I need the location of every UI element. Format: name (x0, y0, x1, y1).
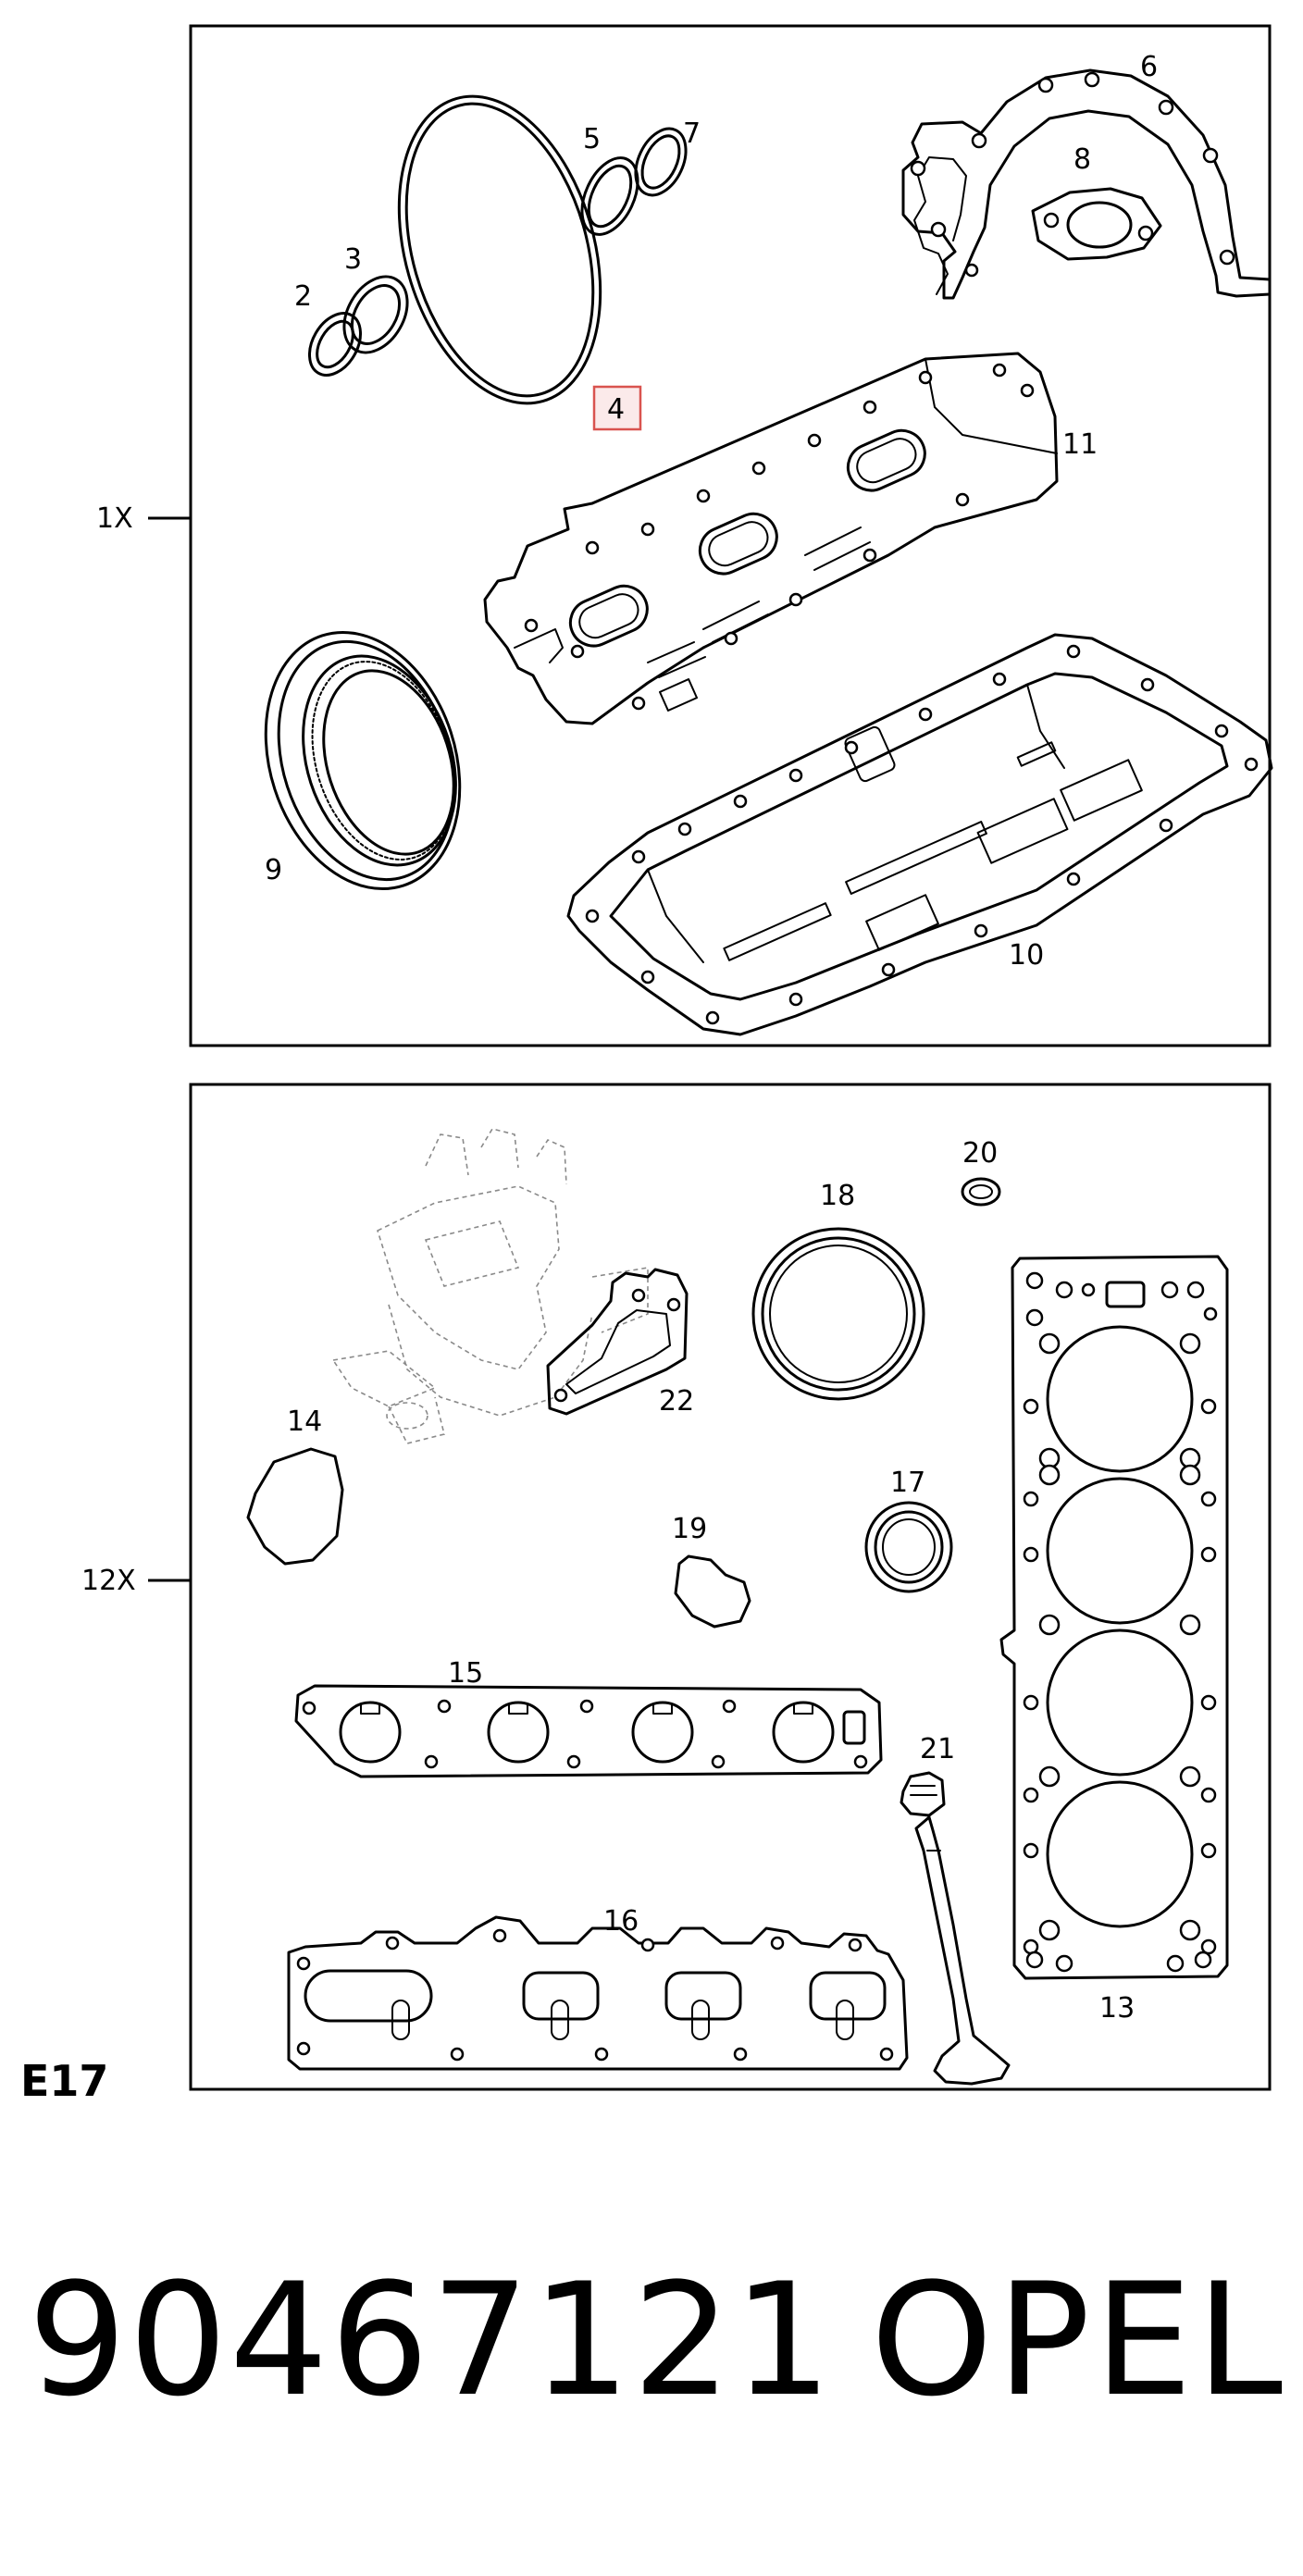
top-panel-frame (189, 24, 1272, 1047)
part-11-baffle-gasket[interactable] (483, 352, 1059, 725)
part-22-carb-gasket[interactable] (546, 1268, 689, 1416)
part-9-rear-main-seal[interactable] (234, 607, 491, 914)
callout-19: 19 (672, 1513, 707, 1545)
part-17-seal[interactable] (864, 1501, 953, 1593)
callout-4-highlight (592, 385, 642, 431)
part-5-ring[interactable] (571, 149, 649, 243)
callout-3: 3 (344, 243, 362, 276)
callout-5: 5 (583, 123, 601, 155)
callout-16: 16 (603, 1905, 639, 1938)
carburettor-ghost-outline (331, 1128, 649, 1444)
callout-22: 22 (659, 1385, 694, 1418)
callout-4[interactable]: 4 (607, 393, 625, 426)
callout-9: 9 (265, 854, 282, 886)
part-10-oil-pan-gasket[interactable] (566, 633, 1273, 1036)
part-13-head-gasket[interactable] (999, 1255, 1229, 1980)
part-19-gasket[interactable] (674, 1554, 751, 1629)
part-18-seal[interactable] (751, 1227, 925, 1401)
callout-10: 10 (1009, 939, 1044, 972)
section-code: E17 (20, 2056, 109, 2106)
part-8-flange-gasket[interactable] (1031, 187, 1162, 261)
bottom-panel-quantity: 12X (81, 1565, 136, 1597)
callout-14: 14 (287, 1406, 322, 1438)
callout-7: 7 (683, 118, 701, 150)
part-14-gasket[interactable] (246, 1447, 344, 1566)
gasket-kit-diagram: 1X (81, 24, 1273, 2091)
part-2-seal[interactable] (299, 304, 371, 384)
callout-13: 13 (1099, 1992, 1135, 2025)
callout-20: 20 (962, 1137, 998, 1170)
callout-18: 18 (820, 1180, 855, 1212)
callout-8: 8 (1073, 143, 1091, 176)
brand-name: OPEL (870, 2249, 1286, 2431)
part-20-washer[interactable] (961, 1177, 1001, 1207)
part-4-oring[interactable] (366, 72, 634, 427)
part-16-exhaust-gasket[interactable] (287, 1915, 909, 2071)
callout-21: 21 (920, 1733, 955, 1765)
callout-11: 11 (1062, 428, 1098, 461)
part-7-ring[interactable] (626, 120, 696, 203)
callout-6: 6 (1140, 51, 1158, 83)
callout-17: 17 (890, 1467, 925, 1499)
part-21-valve-stem-seal[interactable] (900, 1771, 1011, 2086)
callout-2: 2 (294, 280, 312, 313)
part-15-intake-gasket[interactable] (294, 1684, 883, 1778)
part-3-seal[interactable] (331, 266, 420, 364)
part-6-cover-gasket[interactable] (901, 68, 1272, 300)
callout-15: 15 (448, 1657, 483, 1690)
top-panel-quantity: 1X (96, 502, 133, 535)
bottom-panel-frame (189, 1083, 1272, 2091)
footer: 90467121 OPEL (28, 2262, 1286, 2447)
part-number: 90467121 (28, 2249, 835, 2431)
